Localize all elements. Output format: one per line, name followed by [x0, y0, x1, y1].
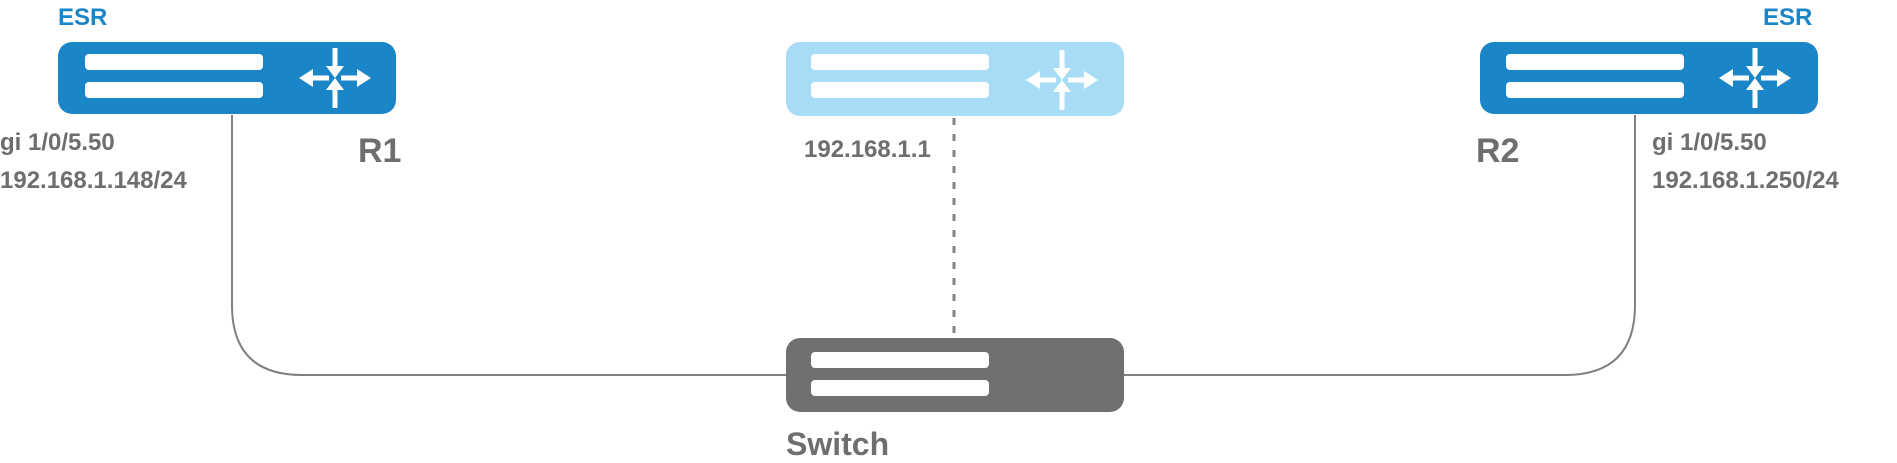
virtual-router-ip-label: 192.168.1.1 — [804, 136, 931, 163]
r2-interface-label: gi 1/0/5.50 — [1652, 129, 1767, 156]
r1-interface-label: gi 1/0/5.50 — [0, 129, 115, 156]
switch-name-label: Switch — [786, 426, 890, 462]
router-r2 — [1480, 42, 1818, 114]
r2-brand-label: ESR — [1763, 4, 1813, 31]
router-r1 — [58, 42, 396, 114]
r2-name-label: R2 — [1476, 132, 1520, 170]
r2-ip-label: 192.168.1.250/24 — [1652, 167, 1839, 194]
link-r1-switch — [231, 115, 790, 376]
r1-name-label: R1 — [358, 132, 402, 170]
r1-ip-label: 192.168.1.148/24 — [0, 167, 187, 194]
switch-device — [786, 338, 1124, 412]
link-r2-switch — [1120, 115, 1636, 376]
r1-brand-label: ESR — [58, 4, 108, 31]
router-virtual — [786, 42, 1124, 116]
